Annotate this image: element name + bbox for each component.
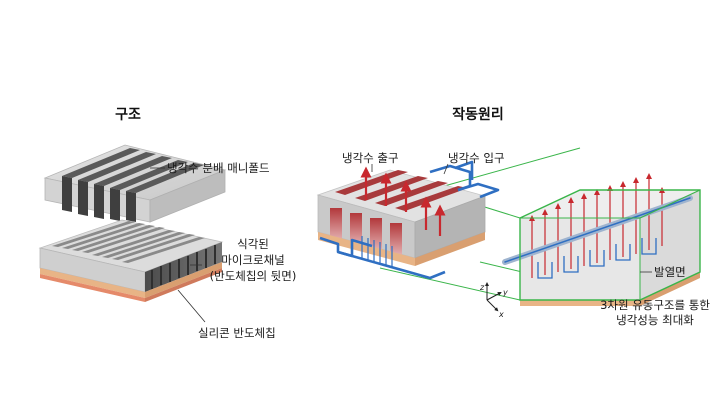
inlet-ribs: [361, 236, 393, 268]
left-structure-diagram: [38, 144, 227, 323]
right-title: 작동원리: [452, 106, 504, 123]
right-operation-diagram: [316, 147, 701, 312]
inlet-pipes: [319, 160, 500, 280]
axis-triad: [485, 282, 502, 312]
zoom-inflow-lines: [537, 238, 657, 279]
label-etched-line1: 식각된: [237, 237, 269, 251]
left-leader-lines: [150, 167, 206, 323]
left-title: 구조: [115, 107, 141, 123]
label-chip: 실리콘 반도체칩: [198, 326, 276, 340]
channel-face: [330, 208, 402, 257]
outflow-arrows: [360, 166, 446, 236]
axis-y-label: y: [502, 288, 508, 297]
axis-z-label: z: [479, 283, 485, 292]
manifold-block: [43, 144, 227, 223]
label-inlet: 냉각수 입구: [448, 151, 505, 165]
label-manifold: 냉각수 분배 매니폴드: [167, 161, 270, 175]
right-leader-lines: [371, 163, 652, 273]
operation-block: [316, 169, 487, 266]
label-outlet: 냉각수 출구: [342, 151, 399, 165]
caption-line2: 냉각성능 최대화: [616, 313, 694, 327]
manifold-channels: [62, 148, 204, 222]
chip-layer: [40, 262, 222, 302]
caption-line1: 3차원 유동구조를 통한: [600, 298, 710, 312]
label-heat-surface: 발열면: [654, 265, 686, 279]
axis-x-label: x: [498, 310, 504, 319]
label-etched-line3: (반도체칩의 뒷면): [210, 269, 297, 283]
zoom-detail: [502, 173, 701, 306]
label-etched-line2: 마이크로채널: [221, 253, 284, 267]
microchannel-block: [38, 219, 224, 302]
microchannel-fins: [52, 221, 205, 263]
